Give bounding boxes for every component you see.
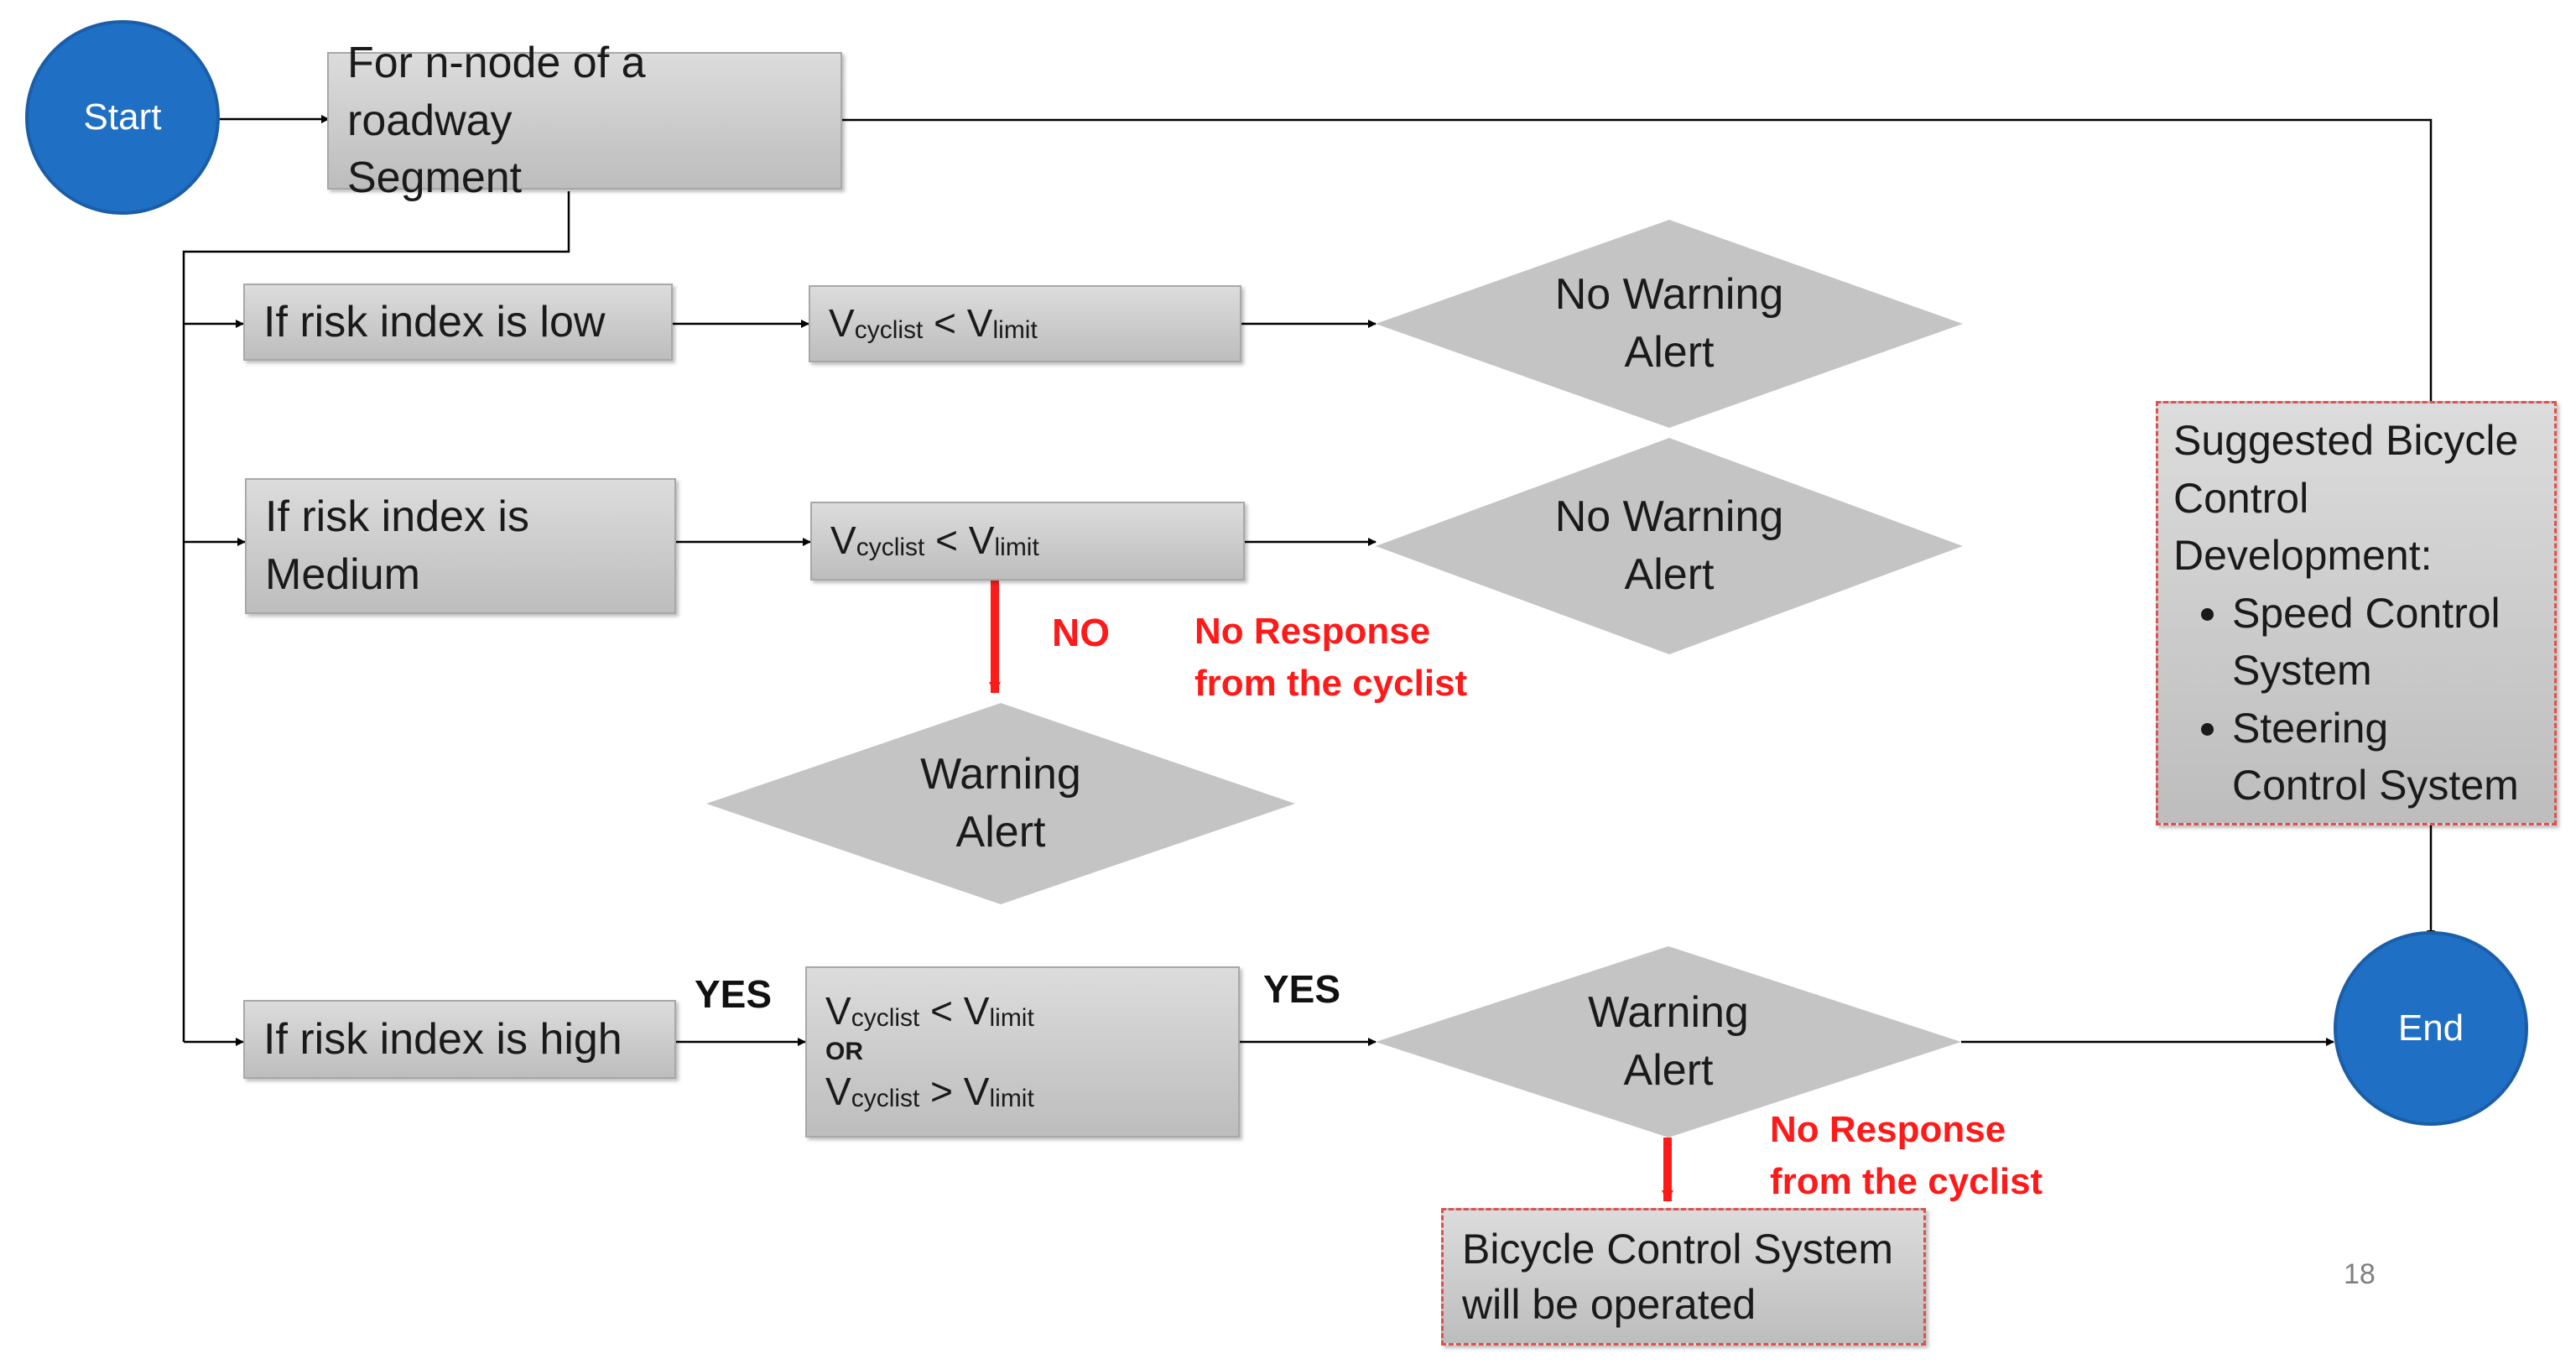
speed-check-low-box: Vcyclist < Vlimit	[809, 285, 1241, 362]
warning-alert-medium: Warning Alert	[706, 703, 1295, 904]
segment-line2: Segment	[347, 154, 523, 203]
suggested-line3: Development:	[2173, 532, 2433, 579]
no-warning-alert-medium: No Warning Alert	[1376, 438, 1963, 654]
no-warning-medium-line1: No Warning	[1554, 492, 1784, 542]
no-warning-low-line1: No Warning	[1554, 270, 1784, 320]
suggested-line2: Control	[2173, 474, 2309, 522]
risk-low-label: If risk index is low	[263, 297, 606, 346]
speed-condition-medium: Vcyclist < Vlimit	[830, 518, 1039, 563]
bullet-speed-control: Speed Control System	[2232, 585, 2539, 700]
yes-label-risk-high: YES	[695, 972, 773, 1016]
segment-box: For n-node of a roadway Segment	[327, 39, 842, 202]
no-warning-low-line2: Alert	[1624, 328, 1715, 377]
warning-alert-high: Warning Alert	[1376, 946, 1961, 1138]
slide-number: 18	[2344, 1258, 2376, 1290]
no-warning-medium-line2: Alert	[1624, 550, 1715, 599]
or-label: OR	[825, 1038, 863, 1065]
suggested-line1: Suggested Bicycle	[2173, 417, 2519, 464]
bullet-steering-control: Steering Control System	[2232, 700, 2539, 815]
risk-high-label: If risk index is high	[263, 1014, 622, 1064]
end-label: End	[2397, 1007, 2464, 1049]
suggested-bullets: Speed Control System Steering Control Sy…	[2173, 585, 2539, 815]
warning-medium-line2: Alert	[955, 808, 1046, 856]
segment-line1: For n-node of a roadway	[347, 39, 646, 145]
control-system-line1: Bicycle Control System	[1462, 1226, 1894, 1273]
warning-medium-line1: Warning	[920, 750, 1081, 799]
speed-check-high-box: Vcyclist < Vlimit OR Vcyclist > Vlimit	[805, 966, 1240, 1138]
start-label: Start	[83, 96, 162, 138]
end-node: End	[2334, 931, 2528, 1126]
warning-high-line2: Alert	[1623, 1046, 1714, 1095]
diamond-shape	[706, 703, 1295, 904]
start-node: Start	[25, 20, 220, 215]
diamond-shape	[1376, 438, 1963, 654]
risk-low-box: If risk index is low	[243, 284, 673, 361]
no-response-label-high: No Response from the cyclist	[1770, 1109, 2043, 1202]
risk-medium-box: If risk index is Medium	[245, 478, 676, 614]
control-system-line2: will be operated	[1462, 1281, 1756, 1328]
no-response-label-medium: No Response from the cyclist	[1194, 611, 1468, 704]
diamond-shape	[1376, 946, 1961, 1138]
no-label: NO	[1052, 611, 1110, 654]
risk-high-box: If risk index is high	[243, 1000, 676, 1079]
control-system-box: Bicycle Control System will be operated	[1441, 1208, 1926, 1346]
risk-medium-line2: Medium	[265, 550, 420, 599]
speed-check-medium-box: Vcyclist < Vlimit	[810, 502, 1245, 580]
speed-condition-high-gt: Vcyclist > Vlimit	[825, 1070, 1034, 1113]
speed-condition-high-lt: Vcyclist < Vlimit	[825, 989, 1034, 1033]
warning-high-line1: Warning	[1588, 988, 1749, 1038]
risk-medium-line1: If risk index is	[265, 492, 529, 542]
no-warning-alert-low: No Warning Alert	[1376, 220, 1963, 428]
yes-label-speed-check: YES	[1263, 967, 1341, 1011]
suggested-development-box: Suggested Bicycle Control Development: S…	[2156, 401, 2557, 825]
diamond-shape	[1376, 220, 1963, 428]
speed-condition-low: Vcyclist < Vlimit	[829, 301, 1038, 346]
